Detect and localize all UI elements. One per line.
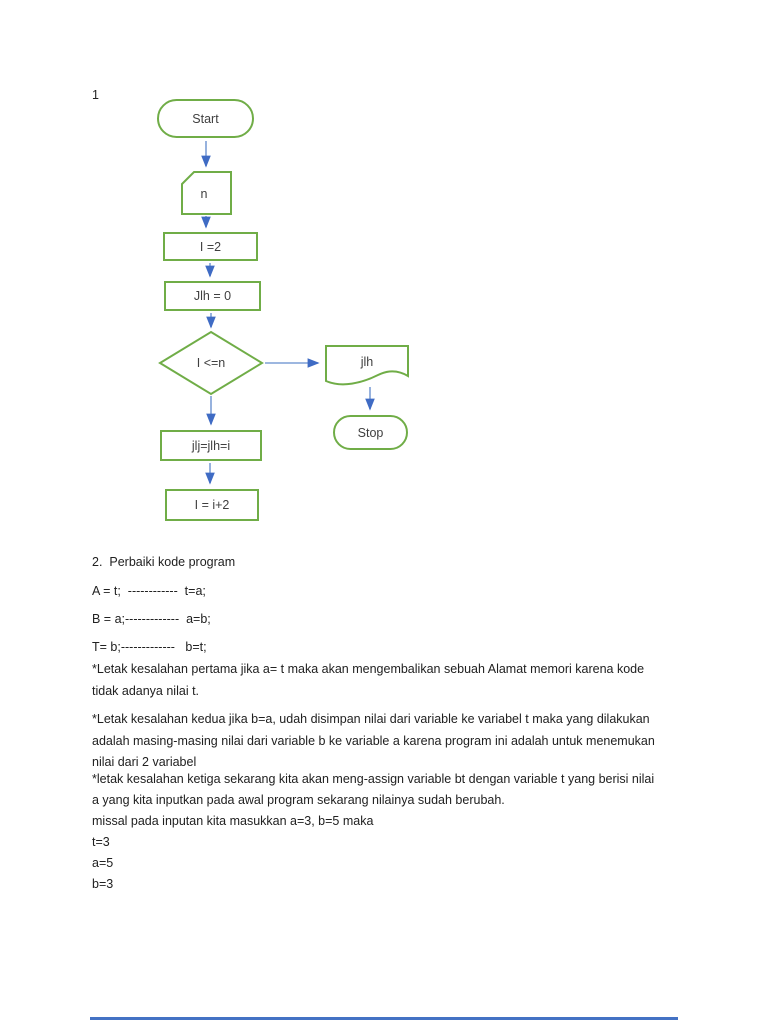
page-number: 1 (92, 88, 99, 102)
next-page-top-rule (90, 1017, 678, 1020)
flow-node-increment: I = i+2 (165, 489, 259, 521)
flow-node-start: Start (157, 99, 254, 138)
flow-node-output-label: jlh (360, 355, 374, 369)
flow-node-stop: Stop (333, 415, 408, 450)
flow-node-init-i: I =2 (163, 232, 258, 261)
code-line-t: T= b;------------- b=t; (92, 640, 207, 654)
paragraph-error-3: *letak kesalahan ketiga sekarang kita ak… (92, 772, 655, 891)
code-line-b: B = a;------------- a=b; (92, 612, 211, 626)
flow-node-input-label: n (200, 187, 208, 201)
flow-node-decision-label: I <=n (196, 356, 226, 370)
flow-node-init-jlh: Jlh = 0 (164, 281, 261, 311)
paragraph-error-2: *Letak kesalahan kedua jika b=a, udah di… (92, 712, 655, 769)
code-line-a: A = t; ------------ t=a; (92, 584, 206, 598)
flow-node-process: jlj=jlh=i (160, 430, 262, 461)
section-heading: 2. Perbaiki kode program (92, 555, 236, 569)
paragraph-error-1: *Letak kesalahan pertama jika a= t maka … (92, 662, 645, 698)
